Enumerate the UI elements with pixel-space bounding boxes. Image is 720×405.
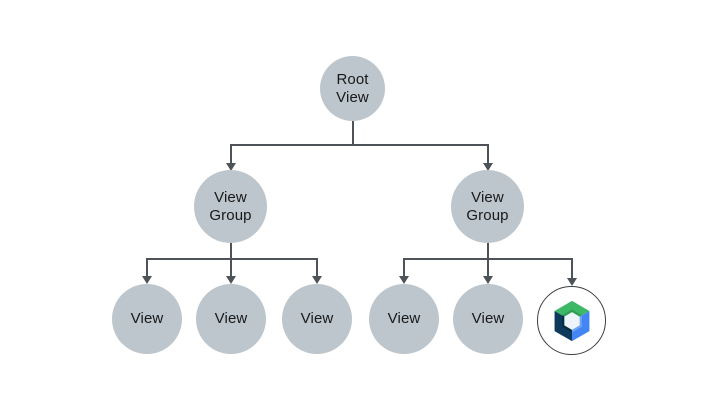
arrowhead-left-view-3: [312, 276, 322, 284]
connector-left-children-bar: [146, 258, 318, 260]
node-view-left-2: View: [196, 284, 266, 354]
arrowhead-right-group: [483, 163, 493, 171]
connector-left-group-stem: [230, 242, 232, 259]
node-compose: [537, 286, 606, 355]
connector-to-right-group: [487, 144, 489, 163]
node-view-group-left: View Group: [194, 170, 267, 243]
node-view-left-3: View: [282, 284, 352, 354]
node-view-group-right: View Group: [451, 170, 524, 243]
connector-to-left-group: [230, 144, 232, 163]
arrowhead-right-view-1: [399, 276, 409, 284]
connector-to-compose-node: [571, 258, 573, 278]
connector-to-left-view-1: [146, 258, 148, 276]
node-view-right-1: View: [369, 284, 439, 354]
arrowhead-left-group: [226, 163, 236, 171]
arrowhead-right-view-2: [483, 276, 493, 284]
connector-to-left-view-2: [230, 258, 232, 276]
node-root-view: Root View: [320, 56, 385, 121]
arrowhead-left-view-1: [142, 276, 152, 284]
arrowhead-compose-node: [567, 278, 577, 286]
connector-root-stem: [352, 121, 354, 146]
node-view-left-1: View: [112, 284, 182, 354]
node-view-right-2: View: [453, 284, 523, 354]
connector-right-group-stem: [487, 242, 489, 259]
connector-to-left-view-3: [316, 258, 318, 276]
connector-level1-bar: [230, 144, 489, 146]
compose-center-hexagon: [563, 311, 580, 330]
jetpack-compose-logo-icon: [554, 300, 589, 341]
connector-to-right-view-1: [403, 258, 405, 276]
connector-to-right-view-2: [487, 258, 489, 276]
arrowhead-left-view-2: [226, 276, 236, 284]
